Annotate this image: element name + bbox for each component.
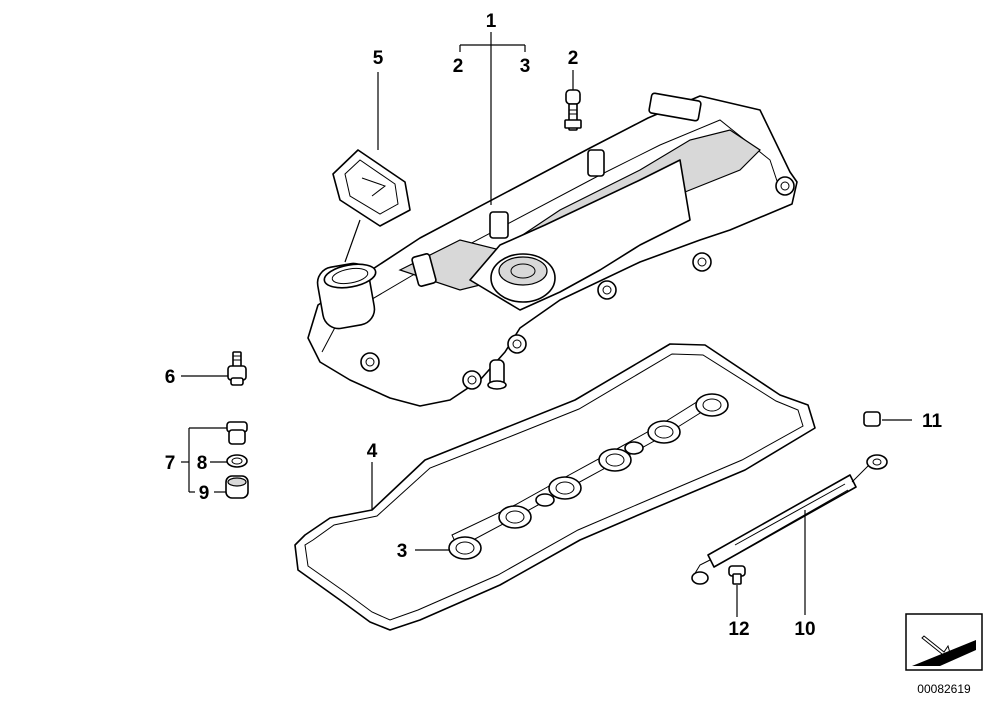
callout-6: 6: [165, 367, 176, 388]
bolt-part-6: [227, 351, 247, 386]
callout-12: 12: [728, 619, 749, 640]
callout-3-top: 3: [520, 56, 531, 77]
stud-bolt: [564, 89, 582, 131]
callout-labels: 1 2 3 2 5 6 7 8 9 4 3 11 10 12: [165, 11, 943, 640]
bolt-part-12: [728, 565, 746, 585]
callout-1: 1: [486, 11, 497, 32]
hex-nut-part-11: [863, 411, 881, 427]
callout-10: 10: [794, 619, 815, 640]
filler-cap: [332, 149, 411, 227]
callout-5: 5: [373, 48, 384, 69]
plug-part-9: [225, 475, 249, 499]
callout-8: 8: [197, 453, 208, 474]
callout-9: 9: [199, 483, 210, 504]
ground-strap: [691, 454, 888, 585]
drawing-number: 00082619: [917, 682, 971, 696]
spark-plug-seal-strip: [448, 393, 729, 560]
screw-plug-part-7: [226, 421, 248, 445]
callout-2-top: 2: [453, 56, 464, 77]
callout-2: 2: [568, 48, 579, 69]
callout-11: 11: [922, 411, 943, 432]
callout-7: 7: [165, 453, 176, 474]
callout-4: 4: [367, 441, 378, 462]
leader-lines: [181, 32, 912, 617]
seal-ring-part-8: [226, 454, 248, 468]
orientation-logo: [905, 613, 983, 671]
cylinder-head-cover: [307, 92, 798, 407]
callout-3: 3: [397, 541, 408, 562]
